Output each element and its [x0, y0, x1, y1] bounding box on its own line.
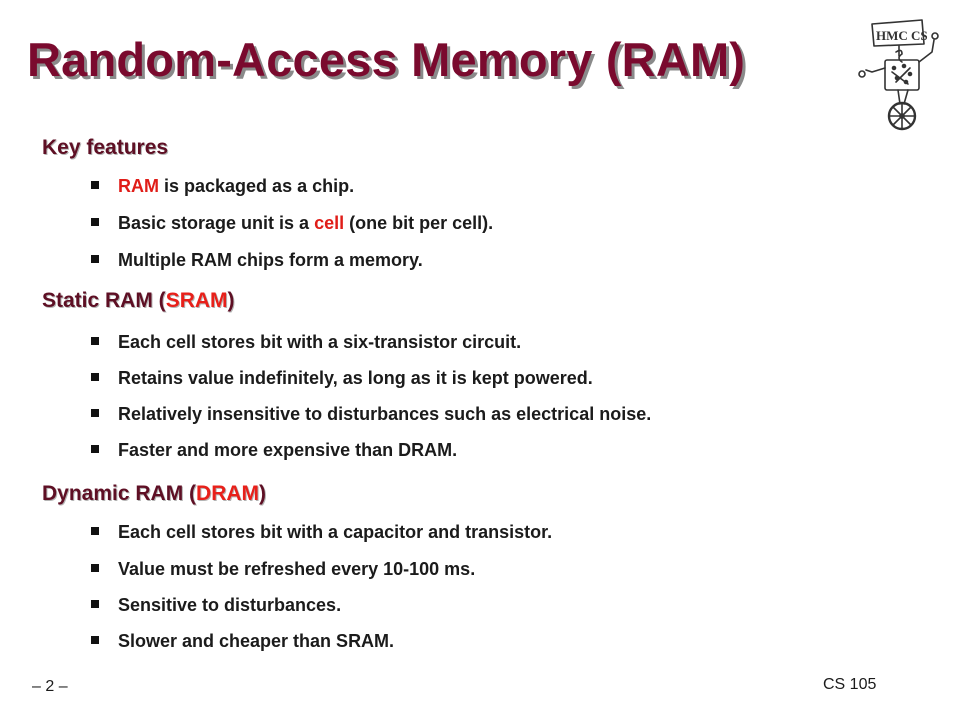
list-item: Each cell stores bit with a capacitor an… — [91, 521, 552, 543]
list-item: Slower and cheaper than SRAM. — [91, 630, 394, 652]
course-label: CS 105 — [823, 676, 877, 693]
list-item: Retains value indefinitely, as long as i… — [91, 367, 593, 389]
section-heading-dynamic-ram: Dynamic RAM (DRAM) — [42, 482, 267, 505]
bullet-square-icon — [91, 527, 99, 536]
list-item: Value must be refreshed every 10-100 ms. — [91, 558, 475, 580]
logo-text: HMC CS — [876, 28, 928, 43]
bullet-text: Faster and more expensive than DRAM. — [118, 440, 458, 460]
bullet-text: is packaged as a chip. — [159, 176, 355, 196]
bullet-square-icon — [91, 564, 99, 573]
bullet-text: (one bit per cell). — [344, 213, 494, 233]
list-item: Relatively insensitive to disturbances s… — [91, 403, 651, 425]
list-item: Multiple RAM chips form a memory. — [91, 249, 423, 271]
bullet-text: Retains value indefinitely, as long as i… — [118, 368, 593, 388]
bullet-text: Multiple RAM chips form a memory. — [118, 250, 423, 270]
page-number: – 2 – — [32, 678, 68, 695]
bullet-square-icon — [91, 636, 99, 645]
list-item: Each cell stores bit with a six-transist… — [91, 331, 521, 353]
list-item: Faster and more expensive than DRAM. — [91, 439, 457, 461]
list-item: RAM is packaged as a chip. — [91, 175, 354, 197]
bullet-text: Sensitive to disturbances. — [118, 595, 342, 615]
bullet-text: Each cell stores bit with a six-transist… — [118, 332, 522, 352]
bullet-square-icon — [91, 445, 99, 454]
bullet-square-icon — [91, 255, 99, 264]
bullet-square-icon — [91, 373, 99, 382]
bullet-text: Each cell stores bit with a capacitor an… — [118, 522, 553, 542]
bullet-accent-text: RAM — [118, 176, 159, 196]
bullet-text: Relatively insensitive to disturbances s… — [118, 404, 652, 424]
bullet-square-icon — [91, 600, 99, 609]
bullet-text: Value must be refreshed every 10-100 ms. — [118, 559, 476, 579]
section-heading-key-features: Key features — [42, 136, 169, 159]
bullet-accent-text: cell — [314, 213, 345, 233]
list-item: Basic storage unit is a cell (one bit pe… — [91, 212, 493, 234]
bullet-text: Slower and cheaper than SRAM. — [118, 631, 395, 651]
hmc-cs-robot-logo: HMC CS — [858, 19, 939, 131]
bullet-square-icon — [91, 181, 99, 190]
bullet-text: Basic storage unit is a — [118, 213, 315, 233]
list-item: Sensitive to disturbances. — [91, 594, 341, 616]
section-heading-static-ram: Static RAM (SRAM) — [42, 289, 235, 312]
bullet-square-icon — [91, 218, 99, 227]
bullet-square-icon — [91, 409, 99, 418]
slide-title: Random-Access Memory (RAM) — [27, 33, 746, 86]
bullet-square-icon — [91, 337, 99, 346]
